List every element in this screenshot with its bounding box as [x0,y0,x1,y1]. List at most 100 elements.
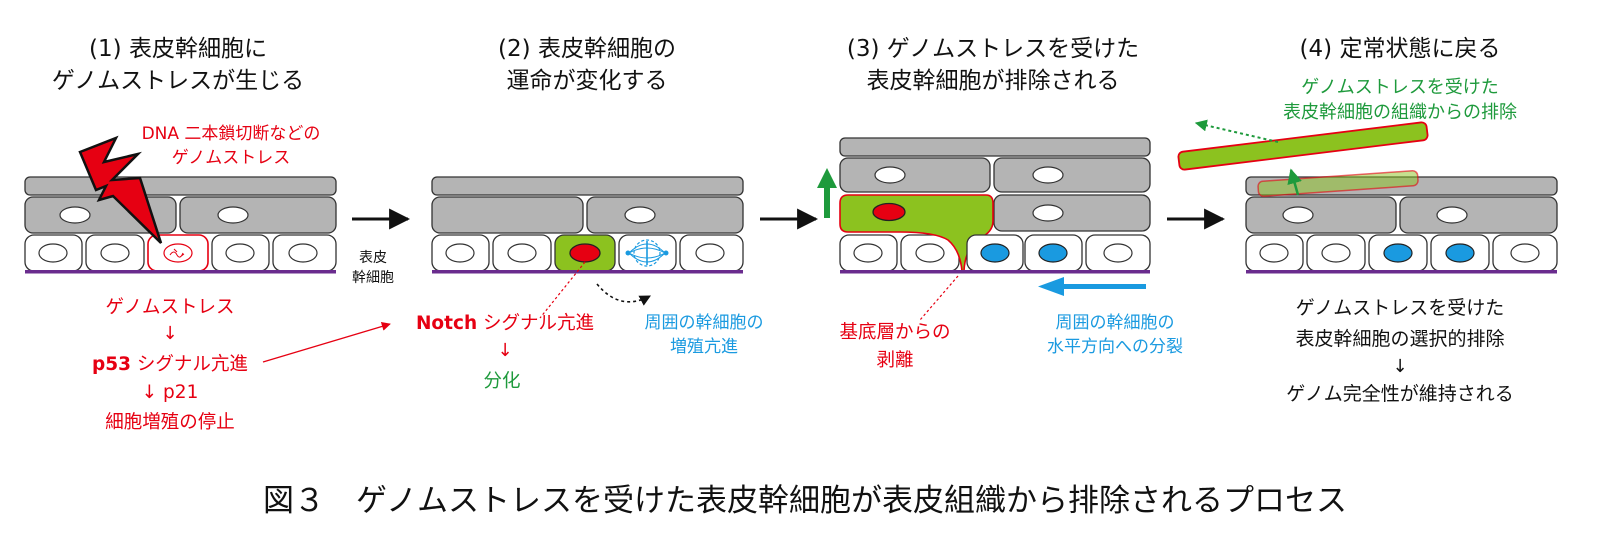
svg-text:ゲノムストレスが生じる: ゲノムストレスが生じる [52,68,304,94]
p53-to-notch-arrow [262,321,391,363]
nucleus [624,206,656,224]
svg-text:表皮幹細胞の選択的排除: 表皮幹細胞の選択的排除 [1295,328,1504,350]
elimination-label: ゲノムストレスを受けた 表皮幹細胞の組織からの排除 [1283,77,1517,123]
nucleus [288,243,318,263]
blue-nucleus [1445,243,1475,263]
svg-text:幹細胞: 幹細胞 [352,269,394,286]
svg-text:分化: 分化 [483,371,520,392]
svg-text:増殖亢進: 増殖亢進 [670,337,738,357]
suprabasal-cell [586,196,744,234]
svg-text:↓: ↓ [497,340,512,361]
nucleus [507,243,537,263]
panel-3-title: (3) ゲノムストレスを受けた 表皮幹細胞が排除される [847,36,1139,94]
eliminated-cell [1177,121,1429,171]
nucleus [915,243,945,263]
svg-text:↓ p21: ↓ p21 [142,382,199,403]
blue-nucleus [980,243,1010,263]
panel-2-tissue [431,176,744,274]
basement-membrane [1246,270,1557,274]
suprabasal-cell [1399,196,1558,234]
figure-caption: 図３ ゲノムストレスを受けた表皮幹細胞が表皮組織から排除されるプロセス [263,483,1347,519]
basement-membrane [25,270,336,274]
panel-3-tissue [839,137,1151,274]
stem-cell-label: 表皮 幹細胞 [352,250,394,286]
damaged-nucleus [163,243,193,263]
basement-membrane [432,270,743,274]
suprabasal-cell [1245,196,1397,234]
elimination-arrows [1194,119,1302,196]
nucleus [217,206,249,224]
dna-damage-label: DNA 二本鎖切断などの ゲノムストレス [142,124,321,168]
suprabasal-cell [179,196,337,234]
nucleus [853,243,883,263]
svg-text:表皮: 表皮 [359,250,387,266]
nucleus [1282,206,1314,224]
top-cell-layer [431,176,744,196]
suprabasal-cell [993,194,1151,232]
svg-text:水平方向への分裂: 水平方向への分裂 [1047,337,1183,357]
svg-text:剥離: 剥離 [876,350,913,371]
svg-text:(4) 定常状態に戻る: (4) 定常状態に戻る [1300,36,1501,62]
svg-text:ゲノムストレス: ゲノムストレス [172,148,291,168]
nucleus [1032,166,1064,184]
blue-nucleus [1383,243,1413,263]
svg-text:ゲノムストレス: ゲノムストレス [106,297,235,318]
svg-text:↓: ↓ [1392,356,1407,377]
svg-text:細胞増殖の停止: 細胞増殖の停止 [105,411,235,433]
svg-text:DNA 二本鎖切断などの: DNA 二本鎖切断などの [142,124,321,144]
horizontal-division-arrow [1038,277,1146,296]
nucleus [1510,243,1540,263]
notch-cascade: Notch シグナル亢進 ↓ 分化 [416,313,594,392]
blue-nucleus [1038,243,1068,263]
summary-text: ゲノムストレスを受けた 表皮幹細胞の選択的排除 ↓ ゲノム完全性が維持される [1286,297,1513,405]
svg-text:周囲の幹細胞の: 周囲の幹細胞の [645,312,764,333]
nucleus [1321,243,1351,263]
broken-dna [169,248,185,258]
svg-text:(1) 表皮幹細胞に: (1) 表皮幹細胞に [89,36,267,62]
panel-2-title: (2) 表皮幹細胞の 運命が変化する [498,36,676,94]
detach-pointer [919,275,959,321]
notch-pointer [539,261,586,319]
detachment-label: 基底層からの 剥離 [839,322,950,371]
nucleus [695,243,725,263]
nucleus [38,243,68,263]
p53-cascade: ゲノムストレス ↓ p53 シグナル亢進 ↓ p21 細胞増殖の停止 [92,297,248,433]
nucleus [225,243,255,263]
svg-text:周囲の幹細胞の: 周囲の幹細胞の [1056,312,1175,333]
svg-text:Notch シグナル亢進: Notch シグナル亢進 [416,313,594,334]
upward-arrow-icon [817,168,837,218]
mitotic-spindle-icon [625,239,669,267]
eliminated-cell-ghost [1257,170,1419,197]
svg-text:ゲノムストレスを受けた: ゲノムストレスを受けた [1296,297,1504,319]
basement-membrane [840,270,1150,274]
panel-1-title: (1) 表皮幹細胞に ゲノムストレスが生じる [52,36,304,94]
svg-text:ゲノム完全性が維持される: ゲノム完全性が維持される [1286,383,1513,405]
nucleus [445,243,475,263]
nucleus [1436,206,1468,224]
suprabasal-cell [993,157,1151,193]
nucleus [1032,204,1064,222]
svg-text:表皮幹細胞が排除される: 表皮幹細胞が排除される [867,68,1120,94]
top-cell-layer [839,137,1151,157]
svg-text:↓: ↓ [162,323,177,344]
red-nucleus [872,202,906,222]
nucleus [1259,243,1289,263]
svg-text:ゲノムストレスを受けた: ゲノムストレスを受けた [1301,77,1498,98]
lightning-bolt-icon [78,135,163,244]
nucleus [874,166,906,184]
suprabasal-cell [839,157,991,193]
svg-text:(2) 表皮幹細胞の: (2) 表皮幹細胞の [498,36,676,62]
proliferation-label: 周囲の幹細胞の 増殖亢進 [645,312,764,357]
nucleus [100,243,130,263]
suprabasal-cell [431,196,584,234]
signal-curve-arrow [596,283,651,306]
svg-text:基底層からの: 基底層からの [839,322,950,343]
svg-text:p53 シグナル亢進: p53 シグナル亢進 [92,354,248,375]
svg-text:(3) ゲノムストレスを受けた: (3) ゲノムストレスを受けた [847,36,1139,62]
panel-4-title: (4) 定常状態に戻る [1300,36,1501,62]
horizontal-division-label: 周囲の幹細胞の 水平方向への分裂 [1047,312,1183,357]
red-nucleus [569,243,601,263]
top-cell-layer [24,176,337,196]
svg-text:表皮幹細胞の組織からの排除: 表皮幹細胞の組織からの排除 [1283,102,1517,123]
